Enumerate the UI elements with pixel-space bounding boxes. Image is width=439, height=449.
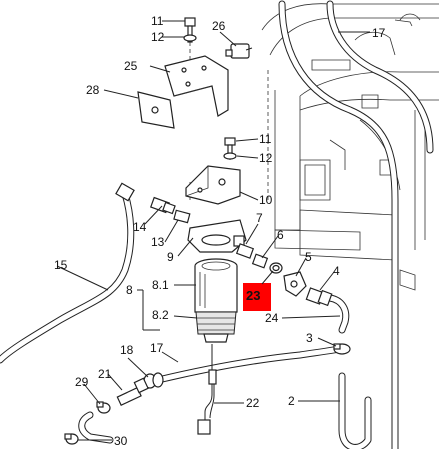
callout-26: 26 — [212, 19, 226, 33]
fuel-hose-17-upper — [278, 0, 434, 449]
fitting-6 — [251, 253, 269, 269]
callout-12: 12 — [151, 30, 165, 44]
fuel-hose-17-lower — [154, 344, 349, 384]
callout-7: 7 — [256, 211, 263, 225]
washer-12-top — [183, 34, 197, 42]
filter-head-9 — [187, 219, 247, 253]
o-ring-23 — [269, 262, 283, 274]
bracket-25 — [164, 55, 229, 117]
bolt-11-mid — [223, 137, 237, 160]
callout-9: 9 — [167, 250, 174, 264]
filter-bowl-8-2 — [195, 311, 237, 343]
leader-lines — [56, 20, 370, 441]
callout-8-2: 8.2 — [152, 308, 169, 322]
callout-14: 14 — [133, 220, 147, 234]
callout-18: 18 — [120, 343, 134, 357]
filter-head-bracket-10 — [185, 165, 241, 205]
callout-17-lower: 17 — [150, 341, 164, 355]
callout-24: 24 — [265, 311, 279, 325]
callout-11-mid: 11 — [259, 132, 272, 146]
callout-13: 13 — [151, 235, 165, 249]
callout-2: 2 — [288, 394, 295, 408]
hose-clamp-30 — [64, 433, 79, 445]
callout-8-1: 8.1 — [152, 278, 169, 292]
callout-3: 3 — [306, 331, 313, 345]
fitting-14 — [150, 196, 176, 215]
callout-23-highlighted: 23 — [246, 288, 260, 303]
callout-6: 6 — [277, 228, 284, 242]
callout-25: 25 — [124, 59, 138, 73]
sensor-26 — [225, 43, 253, 59]
callout-28: 28 — [86, 83, 100, 97]
callout-17: 17 — [372, 26, 386, 40]
callout-12-mid: 12 — [259, 151, 273, 165]
hose-end-14 — [115, 182, 135, 202]
fuel-hose-2 — [338, 372, 372, 449]
hose-clamp-18 — [143, 372, 164, 389]
water-sensor-cable-22 — [197, 344, 217, 435]
clip-28 — [137, 91, 175, 129]
fuel-hose-30 — [78, 411, 114, 444]
fitting-4 — [305, 287, 333, 307]
fuel-hose-15 — [0, 190, 135, 364]
callout-8: 8 — [126, 283, 133, 297]
hose-clamp-3 — [333, 343, 351, 355]
hose-clamp-29 — [96, 401, 111, 414]
banjo-fitting-5 — [283, 271, 307, 297]
callout-29: 29 — [75, 375, 89, 389]
nipple-7 — [235, 243, 255, 259]
connector-21 — [116, 377, 149, 406]
callout-11: 11 — [151, 14, 164, 28]
fuel-hose-24 — [326, 294, 350, 334]
callout-4: 4 — [333, 264, 340, 278]
fuel-filter-8 — [194, 258, 238, 313]
callout-15: 15 — [54, 258, 68, 272]
highlighted-part-box — [243, 283, 271, 311]
callout-22: 22 — [246, 396, 260, 410]
callout-labels: 11 12 26 17 25 28 11 12 10 14 13 7 6 9 5… — [54, 14, 386, 448]
leader-line-23 — [261, 270, 274, 285]
callout-10: 10 — [259, 193, 273, 207]
callout-5: 5 — [305, 250, 312, 264]
fitting-13 — [173, 209, 191, 224]
callout-21: 21 — [98, 367, 112, 381]
callout-30: 30 — [114, 434, 128, 448]
